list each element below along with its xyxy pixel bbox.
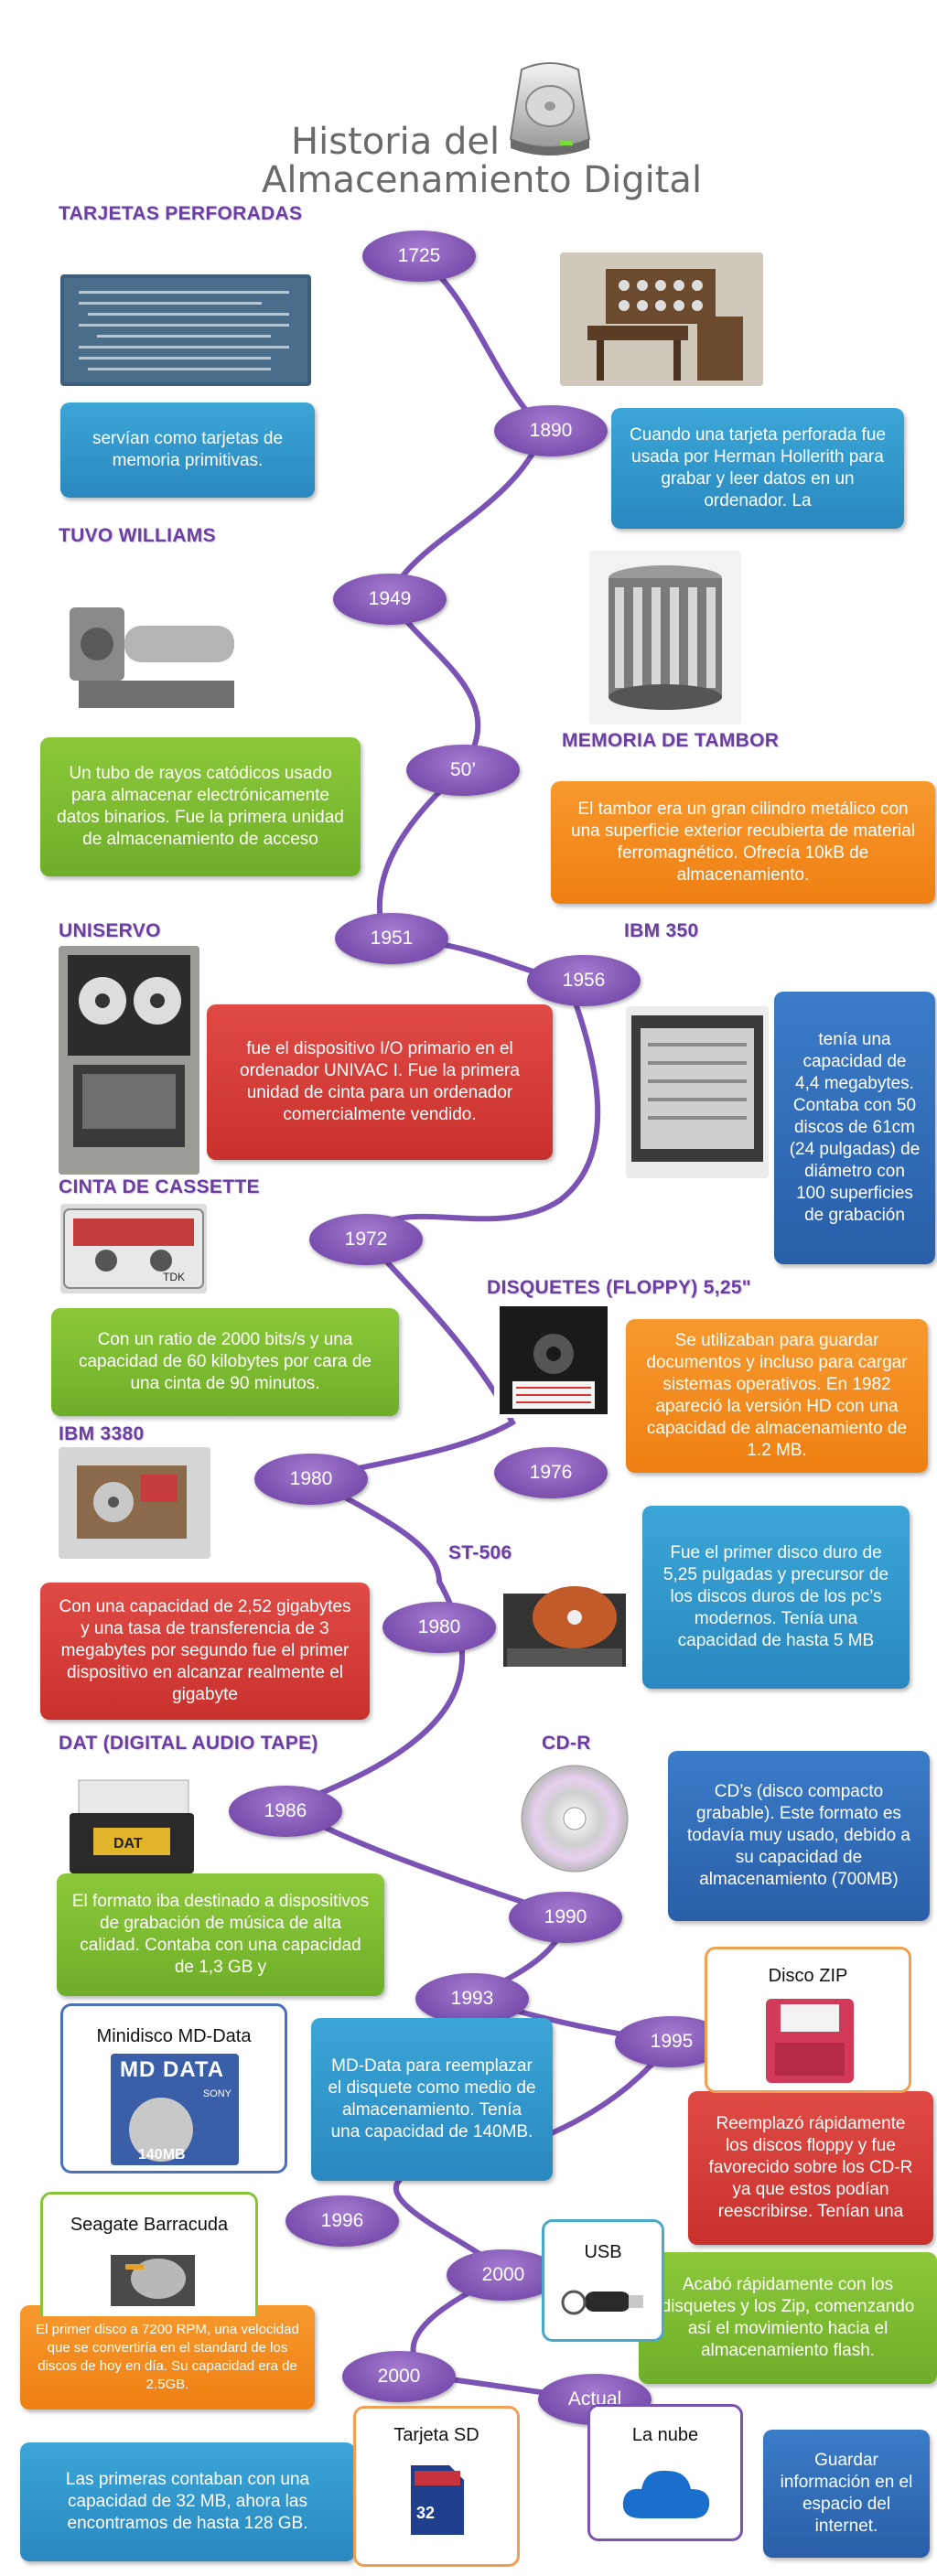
heading-dat: DAT (DIGITAL AUDIO TAPE) xyxy=(59,1733,318,1754)
frame-sd: Tarjeta SD 32 xyxy=(353,2406,520,2567)
box-williams: Un tubo de rayos catódicos usado para al… xyxy=(40,737,361,876)
sd-cap-text: 32 xyxy=(416,2504,435,2522)
heading-disquetes: DISQUETES (FLOPPY) 5,25" xyxy=(487,1277,752,1298)
year-1996: 1996 xyxy=(285,2195,399,2247)
year-1976: 1976 xyxy=(494,1447,608,1498)
year-1949: 1949 xyxy=(333,574,447,625)
box-cassette: Con un ratio de 2000 bits/s y una capaci… xyxy=(51,1308,399,1416)
box-cd: CD’s (disco compacto grabable). Este for… xyxy=(668,1751,930,1921)
box-sd: Las primeras contaban con una capacidad … xyxy=(20,2442,355,2561)
minidisc-label-text: MD DATA xyxy=(120,2057,225,2082)
ibm350-photo xyxy=(626,1006,769,1178)
year-1890: 1890 xyxy=(494,405,608,456)
year-1956: 1956 xyxy=(527,955,641,1006)
heading-uniservo: UNISERVO xyxy=(59,920,161,941)
box-uniservo: fue el dispositivo I/O primario en el or… xyxy=(207,1004,553,1160)
st506-photo xyxy=(498,1566,631,1680)
box-st506: Fue el primer disco duro de 5,25 pulgada… xyxy=(642,1506,910,1689)
year-50: 50’ xyxy=(406,745,520,796)
box-dat: El formato iba destinado a dispositivos … xyxy=(57,1873,384,1996)
title-line2: Almacenamiento Digital xyxy=(262,159,703,201)
box-hollerith: Cuando una tarjeta perforada fue usada p… xyxy=(611,408,904,529)
dat-photo: DAT xyxy=(60,1776,203,1877)
heading-cdr: CD-R xyxy=(542,1733,591,1754)
box-usb: Acabó rápidamente con los disquetes y lo… xyxy=(639,2252,937,2384)
barracuda-photo xyxy=(111,2255,195,2306)
box-ibm350: tenía una capacidad de 4,4 megabytes. Co… xyxy=(774,992,935,1264)
box-barracuda: El primer disco a 7200 RPM, una velocida… xyxy=(20,2305,315,2410)
year-1986: 1986 xyxy=(229,1786,342,1837)
cd-photo xyxy=(516,1760,633,1877)
sd-card-photo: 32 xyxy=(411,2465,464,2535)
frame-nube-label: La nube xyxy=(631,2425,699,2445)
minidisc-brand-text: SONY xyxy=(202,2088,232,2099)
hollerith-machine-photo xyxy=(560,252,763,386)
year-1980-b: 1980 xyxy=(382,1602,496,1653)
box-tarjetas: servían como tarjetas de memoria primiti… xyxy=(60,402,315,498)
frame-minidisc-label: Minidisco MD-Data xyxy=(96,2026,252,2046)
heading-tambor: MEMORIA DE TAMBOR xyxy=(562,730,780,751)
year-1990: 1990 xyxy=(509,1892,622,1943)
minidisc-disc-shape xyxy=(129,2098,193,2162)
punched-card-photo xyxy=(60,274,311,386)
cassette-brand-text: TDK xyxy=(163,1271,185,1283)
dat-label-text: DAT xyxy=(113,1836,143,1852)
minidisc-cap-text: 140MB xyxy=(138,2147,186,2163)
frame-usb: USB xyxy=(542,2219,664,2342)
box-nube: Guardar información en el espacio del in… xyxy=(763,2430,930,2558)
usb-drive-photo xyxy=(561,2290,643,2315)
year-2000-a: 2000 xyxy=(447,2249,560,2301)
year-1993: 1993 xyxy=(415,1973,529,2024)
frame-usb-label: USB xyxy=(584,2242,622,2262)
year-1980-a: 1980 xyxy=(254,1454,368,1505)
frame-barracuda: Seagate Barracuda xyxy=(40,2192,258,2316)
floppy-photo xyxy=(494,1303,613,1418)
box-mdata: MD-Data para reemplazar el disquete como… xyxy=(311,2018,553,2181)
year-1972: 1972 xyxy=(309,1214,423,1265)
cloud-icon xyxy=(622,2470,710,2518)
year-1725: 1725 xyxy=(362,231,476,282)
cassette-photo: TDK xyxy=(60,1204,207,1293)
box-zip: Reemplazó rápidamente los discos floppy … xyxy=(688,2091,933,2245)
heading-tarjetas: TARJETAS PERFORADAS xyxy=(59,203,303,224)
year-2000-b: 2000 xyxy=(342,2351,456,2402)
frame-barracuda-label: Seagate Barracuda xyxy=(70,2215,229,2235)
heading-st506: ST-506 xyxy=(448,1542,512,1563)
minidisc-photo: MD DATA SONY 140MB xyxy=(111,2054,239,2165)
frame-zip-label: Disco ZIP xyxy=(768,1966,848,1986)
williams-tube-photo xyxy=(60,589,256,723)
box-tambor: El tambor era un gran cilindro metálico … xyxy=(551,781,935,904)
title-line1: Historia del xyxy=(291,121,501,163)
ibm3380-photo xyxy=(59,1447,210,1559)
box-floppy: Se utilizaban para guardar documentos y … xyxy=(626,1319,928,1473)
drum-memory-photo xyxy=(589,551,741,724)
frame-sd-label: Tarjeta SD xyxy=(393,2425,479,2445)
frame-nube: La nube xyxy=(587,2404,743,2541)
heading-williams: TUVO WILLIAMS xyxy=(59,525,216,546)
title-icon-disk xyxy=(505,60,595,161)
frame-zip: Disco ZIP xyxy=(705,1947,911,2093)
heading-ibm350: IBM 350 xyxy=(624,920,699,941)
heading-cassette: CINTA DE CASSETTE xyxy=(59,1176,260,1197)
uniservo-photo xyxy=(59,946,199,1175)
heading-ibm3380: IBM 3380 xyxy=(59,1423,145,1444)
year-1951: 1951 xyxy=(335,913,448,964)
frame-minidisc: Minidisco MD-Data MD DATA SONY 140MB xyxy=(60,2003,287,2174)
zip-disk-photo xyxy=(766,1999,854,2083)
box-ibm3380: Con una capacidad de 2,52 gigabytes y un… xyxy=(40,1583,370,1720)
